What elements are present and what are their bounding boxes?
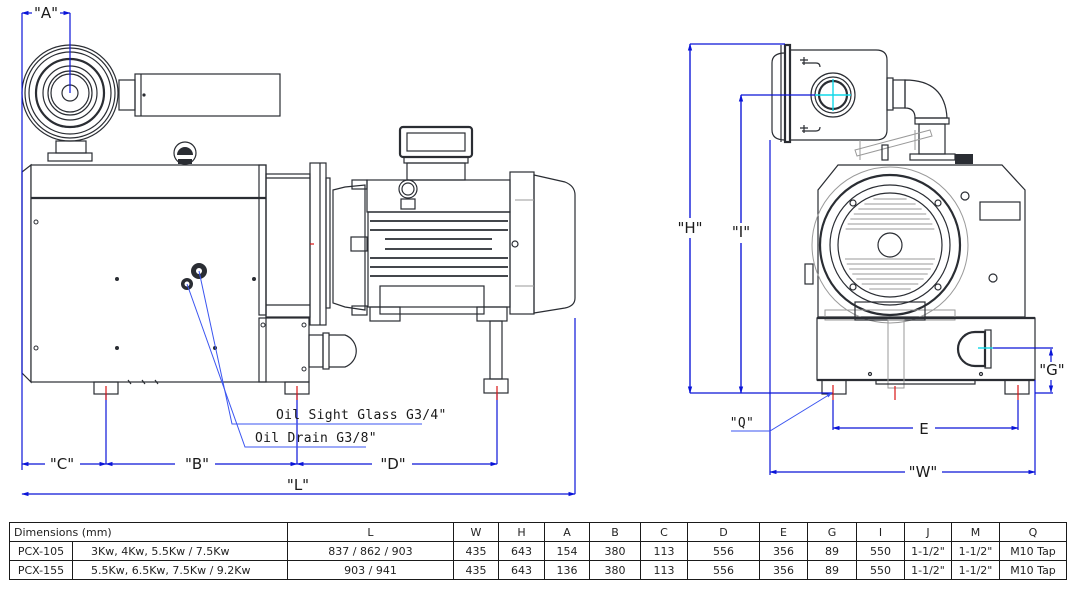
value-cell: 154 xyxy=(544,541,590,561)
value-cell: 643 xyxy=(498,541,545,561)
side-view-callouts: Oil Sight Glass G3/4" Oil Drain G3/8" xyxy=(186,270,447,448)
dim-label-q: "Q" xyxy=(730,416,754,431)
column-header: B xyxy=(589,522,641,542)
lifting-eye xyxy=(173,141,197,165)
table-header-label: Dimensions (mm) xyxy=(9,522,288,542)
model-cell: PCX-105 xyxy=(9,541,73,561)
dim-label-w: "W" xyxy=(909,463,938,481)
dim-label-a: "A" xyxy=(34,4,58,22)
power-cell: 3Kw, 4Kw, 5.5Kw / 7.5Kw xyxy=(72,541,288,561)
value-cell: 435 xyxy=(453,541,499,561)
value-cell: 380 xyxy=(589,560,641,580)
value-cell: 113 xyxy=(640,560,688,580)
dim-label-b: "B" xyxy=(185,455,209,473)
value-cell: 903 / 941 xyxy=(287,560,454,580)
dim-label-i: "I" xyxy=(732,223,750,241)
value-cell: 356 xyxy=(759,541,808,561)
dim-label-c: "C" xyxy=(50,455,74,473)
dim-label-l: "L" xyxy=(287,476,309,494)
dimensions-table: Dimensions (mm) L W H A B C D E G I J M … xyxy=(9,522,1067,580)
callout-oil-sight-glass: Oil Sight Glass G3/4" xyxy=(276,408,447,423)
value-cell: 1-1/2" xyxy=(951,541,1000,561)
dim-label-h: "H" xyxy=(677,219,702,237)
column-header: J xyxy=(904,522,952,542)
dim-label-e: E xyxy=(919,420,928,438)
column-header: I xyxy=(856,522,905,542)
value-cell: 435 xyxy=(453,560,499,580)
front-view: "H" "I" "W" E xyxy=(676,43,1065,481)
value-cell: 1-1/2" xyxy=(951,560,1000,580)
technical-drawing: "A" "C" "B" "D" "L" xyxy=(21,4,1065,497)
value-cell: M10 Tap xyxy=(999,560,1067,580)
column-header: M xyxy=(951,522,1000,542)
fan-cover-grille xyxy=(845,198,935,290)
table-row: PCX-105 3Kw, 4Kw, 5.5Kw / 7.5Kw 837 / 86… xyxy=(9,541,1067,561)
callout-oil-drain: Oil Drain G3/8" xyxy=(255,431,377,446)
column-header: H xyxy=(498,522,545,542)
column-header: W xyxy=(453,522,499,542)
value-cell: 380 xyxy=(589,541,641,561)
table-header-row: Dimensions (mm) L W H A B C D E G I J M … xyxy=(9,522,1067,542)
value-cell: 136 xyxy=(544,560,590,580)
value-cell: 550 xyxy=(856,541,905,561)
column-header: A xyxy=(544,522,590,542)
value-cell: 89 xyxy=(807,541,857,561)
column-header: C xyxy=(640,522,688,542)
value-cell: 643 xyxy=(498,560,545,580)
pump-housing-front xyxy=(804,164,1036,395)
value-cell: 837 / 862 / 903 xyxy=(287,541,454,561)
value-cell: 113 xyxy=(640,541,688,561)
column-header: Q xyxy=(999,522,1067,542)
model-cell: PCX-155 xyxy=(9,560,73,580)
power-cell: 5.5Kw, 6.5Kw, 7.5Kw / 9.2Kw xyxy=(72,560,288,580)
value-cell: 1-1/2" xyxy=(904,560,952,580)
inlet-filter-canister xyxy=(771,43,973,164)
value-cell: 550 xyxy=(856,560,905,580)
value-cell: 556 xyxy=(687,560,760,580)
column-header: G xyxy=(807,522,857,542)
column-header: E xyxy=(759,522,808,542)
dim-label-g: "G" xyxy=(1039,361,1064,379)
side-view: "A" "C" "B" "D" "L" xyxy=(21,4,576,497)
front-view-dimensions: "H" "I" "W" E xyxy=(676,43,1065,481)
column-header: D xyxy=(687,522,760,542)
table-row: PCX-155 5.5Kw, 6.5Kw, 7.5Kw / 9.2Kw 903 … xyxy=(9,560,1067,580)
column-header: L xyxy=(287,522,454,542)
pump-body xyxy=(21,163,357,395)
exhaust-silencer xyxy=(118,73,281,117)
value-cell: 356 xyxy=(759,560,808,580)
value-cell: 89 xyxy=(807,560,857,580)
value-cell: 556 xyxy=(687,541,760,561)
value-cell: M10 Tap xyxy=(999,541,1067,561)
side-view-dimensions: "A" "C" "B" "D" "L" xyxy=(21,4,576,497)
electric-motor xyxy=(332,125,576,394)
dim-label-d: "D" xyxy=(380,455,405,473)
value-cell: 1-1/2" xyxy=(904,541,952,561)
